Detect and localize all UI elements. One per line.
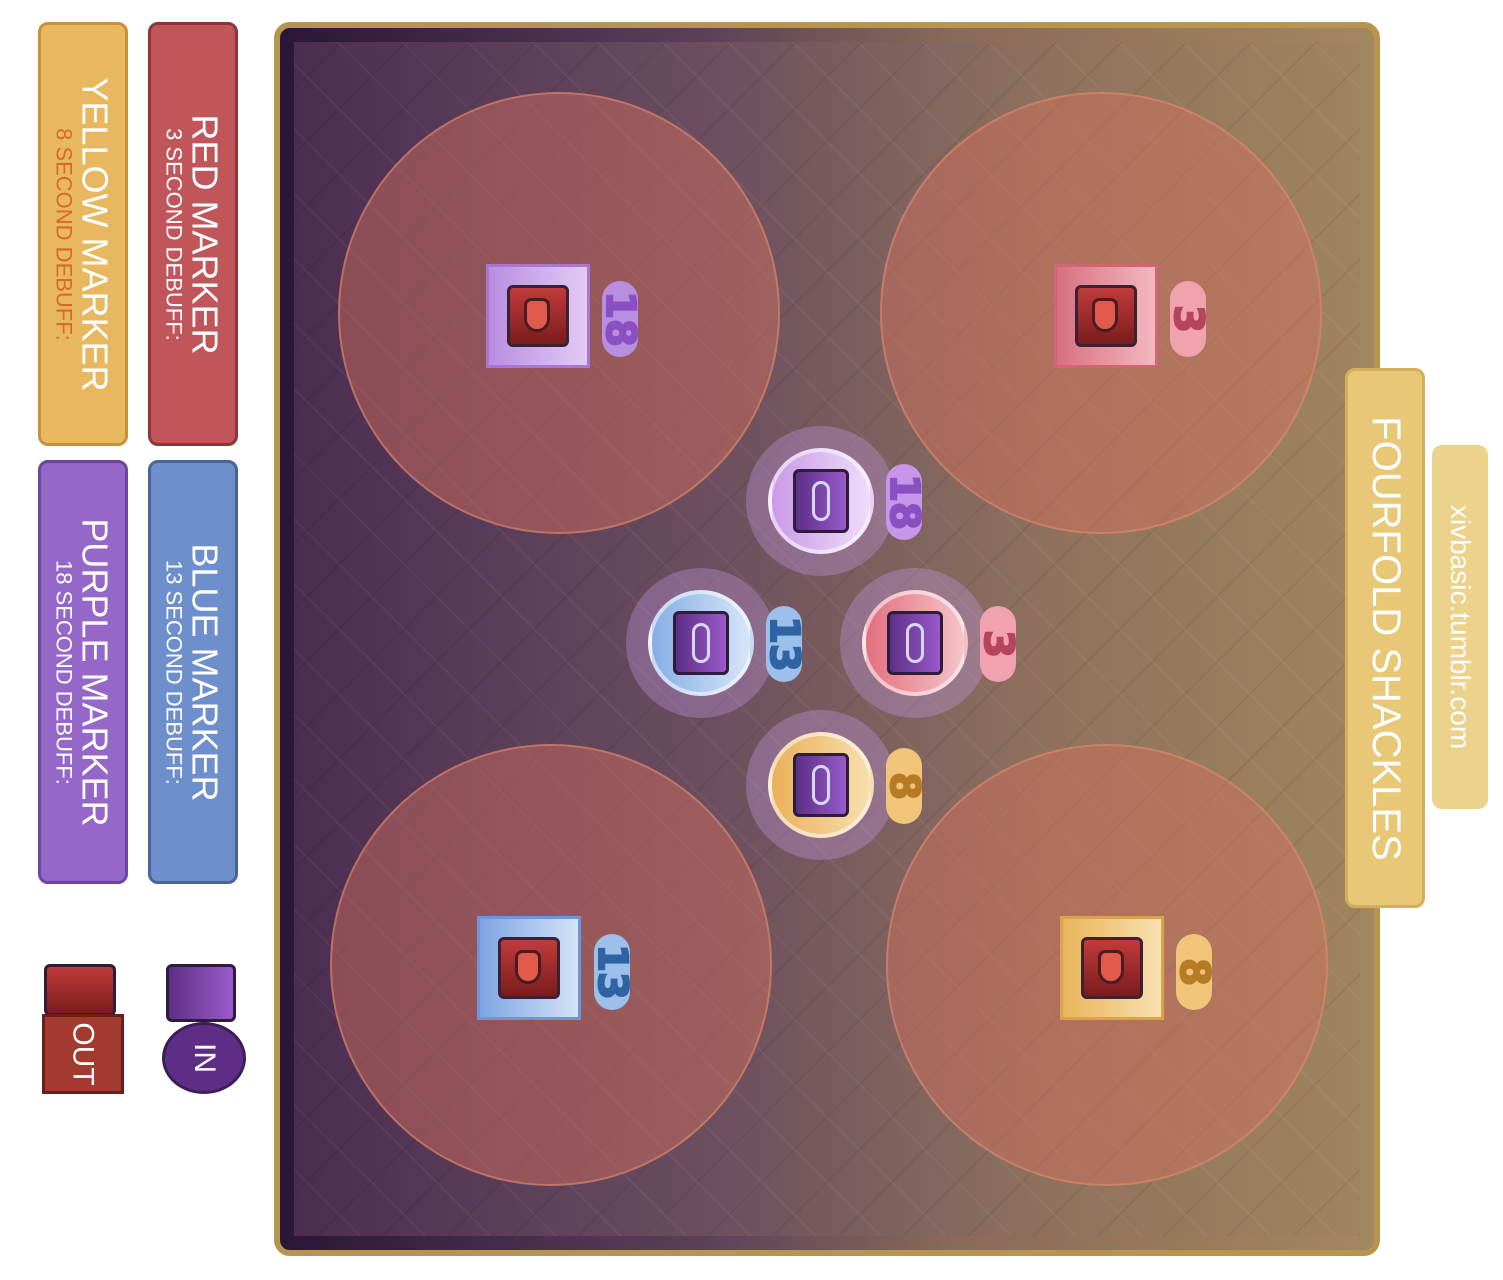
zone-marker-blue bbox=[477, 916, 581, 1020]
zone-marker-purple bbox=[486, 264, 590, 368]
zone-number-purple: 18 bbox=[596, 281, 644, 357]
chained-prisoner-icon bbox=[44, 964, 116, 1016]
chain-icon bbox=[793, 469, 849, 533]
chain-icon bbox=[887, 611, 943, 675]
chain-icon bbox=[673, 611, 729, 675]
zone-number-yellow: 8 bbox=[1170, 934, 1218, 1010]
center-number-red: 3 bbox=[974, 606, 1022, 682]
credit-box: xivbasic.tumblr.com bbox=[1432, 445, 1488, 809]
zone-number-blue: 13 bbox=[588, 934, 636, 1010]
zone-number-red: 3 bbox=[1164, 281, 1212, 357]
center-number-yellow: 8 bbox=[880, 748, 928, 824]
chain-icon bbox=[166, 964, 236, 1022]
legend-purple: PURPLE MARKER 18 SECOND DEBUFF: bbox=[38, 460, 128, 884]
center-number-blue: 13 bbox=[760, 606, 808, 682]
center-marker-yellow bbox=[746, 710, 896, 860]
arena: 18 3 13 8 18 13 3 bbox=[274, 22, 1380, 1256]
chained-prisoner-icon bbox=[498, 937, 560, 999]
credit-text: xivbasic.tumblr.com bbox=[1445, 504, 1477, 750]
chained-prisoner-icon bbox=[507, 285, 569, 347]
out-badge: OUT bbox=[42, 1014, 124, 1094]
center-marker-red bbox=[840, 568, 990, 718]
zone-marker-red bbox=[1054, 264, 1158, 368]
in-badge: IN bbox=[162, 1022, 246, 1094]
chained-prisoner-icon bbox=[1075, 285, 1137, 347]
center-number-purple: 18 bbox=[880, 464, 928, 540]
center-marker-purple bbox=[746, 426, 896, 576]
chained-prisoner-icon bbox=[1081, 937, 1143, 999]
legend-yellow: YELLOW MARKER 8 SECOND DEBUFF: bbox=[38, 22, 128, 446]
chain-icon bbox=[793, 753, 849, 817]
center-marker-blue bbox=[626, 568, 776, 718]
title-box: FOURFOLD SHACKLES bbox=[1345, 368, 1425, 908]
page-title: FOURFOLD SHACKLES bbox=[1363, 415, 1408, 861]
zone-marker-yellow bbox=[1060, 916, 1164, 1020]
legend-red: RED MARKER 3 SECOND DEBUFF: bbox=[148, 22, 238, 446]
legend-blue: BLUE MARKER 13 SECOND DEBUFF: bbox=[148, 460, 238, 884]
